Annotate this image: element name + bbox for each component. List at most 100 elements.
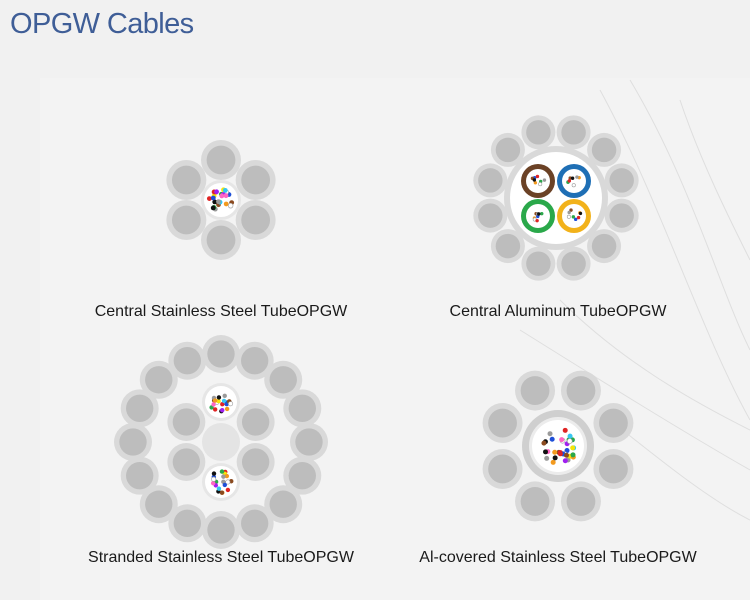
al-covered-stainless-steel-tube-opgw-diagram [482, 370, 634, 522]
steel-wire-core [520, 487, 550, 516]
steel-wire-core [520, 376, 550, 405]
optical-fiber [547, 431, 553, 437]
optical-fiber [210, 195, 216, 201]
optical-fiber [225, 479, 231, 485]
optical-fiber [575, 175, 579, 179]
steel-wire-core [295, 428, 323, 456]
steel-wire-core [126, 461, 154, 490]
steel-wire-core [561, 251, 586, 276]
steel-wire-core [126, 394, 154, 423]
steel-wire-core [241, 448, 270, 476]
steel-wire-core [495, 137, 521, 163]
optical-fiber [562, 458, 568, 464]
optical-fiber [552, 455, 558, 461]
steel-wire-core [207, 516, 235, 544]
optical-fiber [219, 469, 225, 474]
caption-stranded-stainless-steel-tube: Stranded Stainless Steel TubeOPGW [88, 549, 354, 567]
steel-wire-core [609, 168, 634, 193]
caption-al-covered-stainless-steel-tube: Al-covered Stainless Steel TubeOPGW [419, 549, 696, 567]
steel-wire-core [599, 454, 628, 484]
optical-fiber [576, 215, 581, 220]
optical-fiber [563, 452, 569, 458]
steel-wire-core [591, 137, 617, 163]
central-aluminum-tube-opgw-diagram [473, 115, 639, 281]
steel-wire-core [119, 428, 147, 456]
steel-wire-core [526, 120, 551, 145]
optical-fiber [211, 476, 217, 482]
optical-fiber [566, 214, 571, 219]
optical-fiber [549, 436, 555, 442]
steel-wire-core [495, 233, 521, 259]
optical-fiber [223, 193, 229, 199]
optical-fiber [227, 202, 234, 209]
optical-fiber [206, 196, 212, 202]
optical-fiber [567, 433, 573, 439]
optical-fiber [221, 474, 226, 479]
caption-suffix: OPGW [303, 549, 354, 566]
steel-wire-core [288, 461, 316, 490]
optical-fiber [557, 451, 563, 457]
optical-fiber [578, 211, 583, 216]
steel-wire-core [145, 490, 173, 518]
steel-wire-core [240, 509, 269, 537]
optical-fiber [222, 187, 228, 193]
optical-fiber [211, 402, 216, 407]
optical-fiber [211, 471, 217, 476]
steel-wire-core [206, 145, 236, 175]
steel-wire-core [599, 408, 628, 438]
steel-wire-core [173, 509, 202, 537]
optical-fiber [535, 218, 539, 223]
steel-wire-core [269, 490, 297, 518]
steel-wire-core [478, 168, 503, 193]
optical-fiber [214, 189, 219, 195]
optical-fiber [212, 407, 218, 412]
optical-fiber [533, 181, 538, 185]
tube-gel [532, 420, 584, 472]
stranded-stainless-steel-tube-opgw-diagram [114, 335, 328, 549]
optical-fiber [537, 212, 541, 216]
steel-wire-core [171, 205, 201, 235]
caption-central-stainless-steel-tube: Central Stainless Steel TubeOPGW [95, 303, 348, 321]
steel-wire-core [241, 165, 271, 195]
optical-fiber [550, 459, 556, 465]
optical-fiber [224, 406, 230, 412]
optical-fiber [220, 408, 225, 413]
optical-fiber [224, 473, 230, 479]
caption-suffix: OPGW [296, 303, 348, 320]
optical-fiber [542, 178, 547, 182]
optical-fiber [220, 401, 225, 407]
steel-wire-core [207, 340, 235, 368]
optical-fiber [562, 427, 568, 433]
steel-wire-core [478, 203, 503, 228]
optical-fiber [570, 176, 575, 180]
optical-fiber [222, 482, 227, 488]
optical-fiber [216, 395, 222, 400]
steel-wire-core [241, 205, 271, 235]
caption-main: Al-covered Stainless Steel Tube [419, 549, 647, 566]
optical-fiber [571, 215, 576, 219]
caption-central-aluminum-tube: Central Aluminum TubeOPGW [450, 303, 667, 321]
optical-fiber [532, 178, 537, 182]
optical-fiber [222, 393, 227, 399]
optical-fiber [541, 440, 547, 446]
optical-fiber [540, 211, 544, 216]
caption-main: Stranded Stainless Steel Tube [88, 549, 304, 566]
steel-wire-core [591, 233, 617, 259]
optical-fiber [210, 205, 216, 211]
optical-fiber [566, 438, 573, 444]
steel-wire-core [173, 347, 202, 375]
steel-wire-core [269, 366, 297, 394]
steel-wire-core [488, 408, 517, 438]
optical-fiber [210, 480, 216, 486]
optical-fiber [216, 486, 222, 491]
optical-fiber [223, 201, 229, 207]
optical-fiber [216, 199, 221, 205]
optical-fiber [225, 487, 231, 493]
optical-fiber [571, 183, 576, 188]
optical-fiber [567, 210, 571, 215]
steel-wire-core [241, 408, 270, 436]
optical-fiber [570, 452, 576, 458]
optical-fiber [543, 449, 549, 455]
caption-suffix: OPGW [615, 303, 667, 320]
caption-main: Central Stainless Steel Tube [94, 303, 297, 320]
